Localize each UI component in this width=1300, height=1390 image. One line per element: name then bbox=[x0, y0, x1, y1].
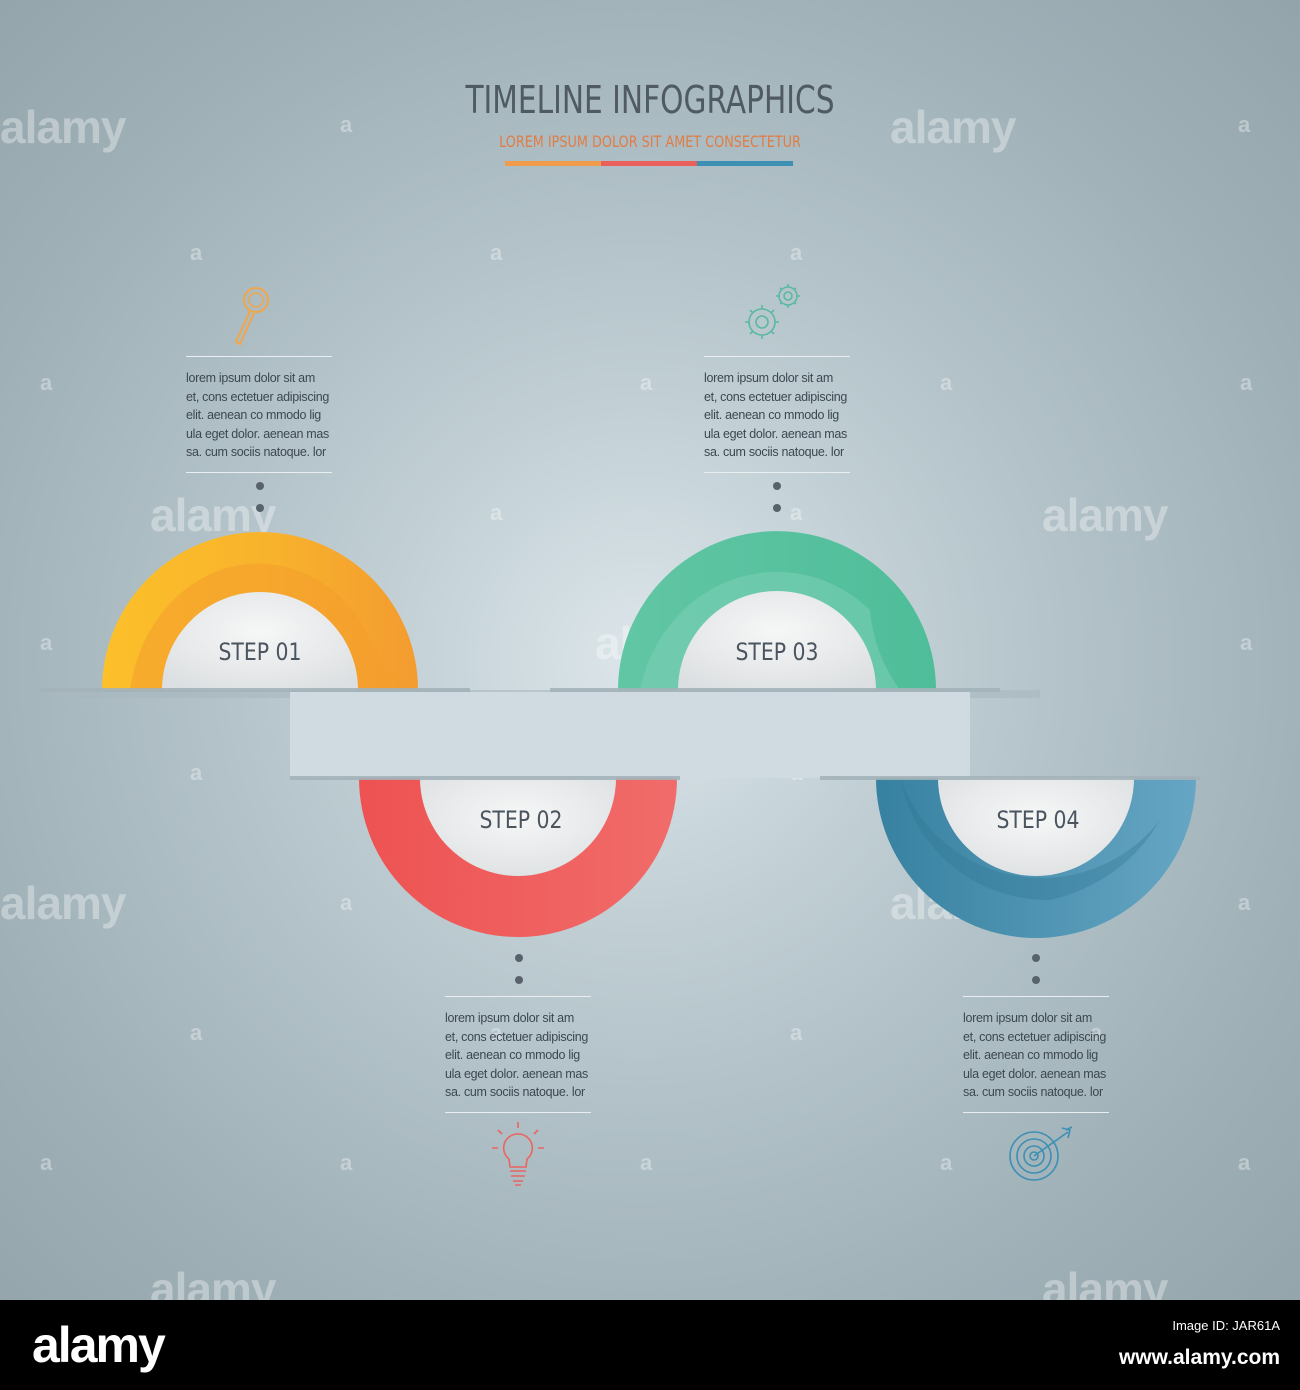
timeline-band bbox=[290, 692, 970, 778]
connector-dot bbox=[1032, 976, 1040, 984]
connector-dot bbox=[515, 976, 523, 984]
text-line: ula eget dolor. aenean mas bbox=[704, 426, 848, 441]
connector-dot bbox=[256, 482, 264, 490]
footer-site: www.alamy.com bbox=[1118, 1346, 1280, 1369]
watermark-letter: a bbox=[190, 1020, 203, 1045]
watermark-letter: a bbox=[1240, 370, 1253, 395]
text-line: sa. cum sociis natoque. lor bbox=[704, 445, 844, 459]
page-title: TIMELINE INFOGRAPHICS bbox=[465, 78, 835, 122]
watermark-letter: a bbox=[790, 500, 803, 525]
text-line: elit. aenean co mmodo lig bbox=[963, 1048, 1098, 1062]
watermark-letter: a bbox=[940, 370, 953, 395]
step-04-description: lorem ipsum dolor sit am et, cons ectetu… bbox=[963, 996, 1109, 1113]
footer-logo: alamy bbox=[32, 1317, 166, 1373]
color-bar-blue bbox=[697, 161, 793, 166]
text-line: et, cons ectetuer adipiscing bbox=[186, 389, 330, 404]
watermark-letter: a bbox=[1240, 630, 1253, 655]
color-bar-red bbox=[601, 161, 697, 166]
watermark-logo: alamy bbox=[0, 877, 126, 929]
magnifier-icon bbox=[228, 284, 284, 348]
watermark-logo: alamy bbox=[1042, 489, 1168, 541]
step-03-description: lorem ipsum dolor sit am et, cons ectetu… bbox=[704, 356, 850, 473]
connector-dot bbox=[773, 482, 781, 490]
text-line: et, cons ectetuer adipiscing bbox=[963, 1029, 1107, 1044]
watermark-logo: alamy bbox=[890, 101, 1016, 153]
watermark-letter: a bbox=[640, 370, 653, 395]
watermark-letter: a bbox=[40, 370, 53, 395]
step-01-label: STEP 01 bbox=[218, 638, 302, 666]
timeline-rings bbox=[40, 531, 1200, 938]
watermark-logo: alamy bbox=[1042, 1263, 1168, 1300]
text-line: lorem ipsum dolor sit am bbox=[704, 371, 833, 385]
step-02-label: STEP 02 bbox=[479, 806, 563, 834]
infographic-canvas: alamy alamy alamy alamy alamy alamy alam… bbox=[0, 0, 1300, 1300]
text-line: lorem ipsum dolor sit am bbox=[445, 1011, 574, 1025]
text-line: ula eget dolor. aenean mas bbox=[186, 426, 330, 441]
watermark-letter: a bbox=[490, 240, 503, 265]
text-line: sa. cum sociis natoque. lor bbox=[186, 445, 326, 459]
watermark-logo: alamy bbox=[0, 101, 126, 153]
watermark-letter: a bbox=[1238, 112, 1251, 137]
watermark-letter: a bbox=[40, 630, 53, 655]
connector-dot bbox=[1032, 954, 1040, 962]
text-line: lorem ipsum dolor sit am bbox=[963, 1011, 1092, 1025]
step-04-label: STEP 04 bbox=[996, 806, 1080, 834]
watermark-logo: alamy bbox=[150, 1263, 276, 1300]
color-bar-orange bbox=[505, 161, 601, 166]
text-line: ula eget dolor. aenean mas bbox=[445, 1066, 589, 1081]
text-line: elit. aenean co mmodo lig bbox=[704, 408, 839, 422]
watermark-letter: a bbox=[340, 112, 353, 137]
target-icon bbox=[1004, 1124, 1080, 1184]
text-line: elit. aenean co mmodo lig bbox=[445, 1048, 580, 1062]
watermark-letter: a bbox=[190, 240, 203, 265]
watermark-letter: a bbox=[790, 240, 803, 265]
watermark-letter: a bbox=[1090, 1020, 1103, 1045]
watermark-letter: a bbox=[940, 1150, 953, 1175]
step-03-label: STEP 03 bbox=[735, 638, 819, 666]
text-line: et, cons ectetuer adipiscing bbox=[445, 1029, 589, 1044]
text-line: et, cons ectetuer adipiscing bbox=[704, 389, 848, 404]
gears-icon bbox=[738, 280, 806, 348]
text-line: sa. cum sociis natoque. lor bbox=[445, 1085, 585, 1099]
watermark-letter: a bbox=[340, 890, 353, 915]
watermark-letter: a bbox=[340, 1150, 353, 1175]
step-02-description: lorem ipsum dolor sit am et, cons ectetu… bbox=[445, 996, 591, 1113]
watermark-letter: a bbox=[1238, 1150, 1251, 1175]
watermark-letter: a bbox=[1238, 890, 1251, 915]
watermark-letter: a bbox=[490, 1020, 503, 1045]
connector-dot bbox=[256, 504, 264, 512]
footer-image-id: Image ID: JAR61A bbox=[1172, 1318, 1280, 1333]
text-line: ula eget dolor. aenean mas bbox=[963, 1066, 1107, 1081]
watermark-letter: a bbox=[490, 500, 503, 525]
connector-dot bbox=[773, 504, 781, 512]
footer-bar bbox=[0, 1300, 1300, 1390]
watermark-letter: a bbox=[790, 1020, 803, 1045]
watermark-letter: a bbox=[640, 1150, 653, 1175]
page-subtitle: LOREM IPSUM DOLOR SIT AMET CONSECTETUR bbox=[499, 132, 801, 151]
text-line: lorem ipsum dolor sit am bbox=[186, 371, 315, 385]
watermark-letter: a bbox=[190, 760, 203, 785]
step-01-description: lorem ipsum dolor sit am et, cons ectetu… bbox=[186, 356, 332, 473]
text-line: sa. cum sociis natoque. lor bbox=[963, 1085, 1103, 1099]
connector-dot bbox=[515, 954, 523, 962]
lightbulb-icon bbox=[488, 1120, 548, 1190]
watermark-letter: a bbox=[40, 1150, 53, 1175]
text-line: elit. aenean co mmodo lig bbox=[186, 408, 321, 422]
